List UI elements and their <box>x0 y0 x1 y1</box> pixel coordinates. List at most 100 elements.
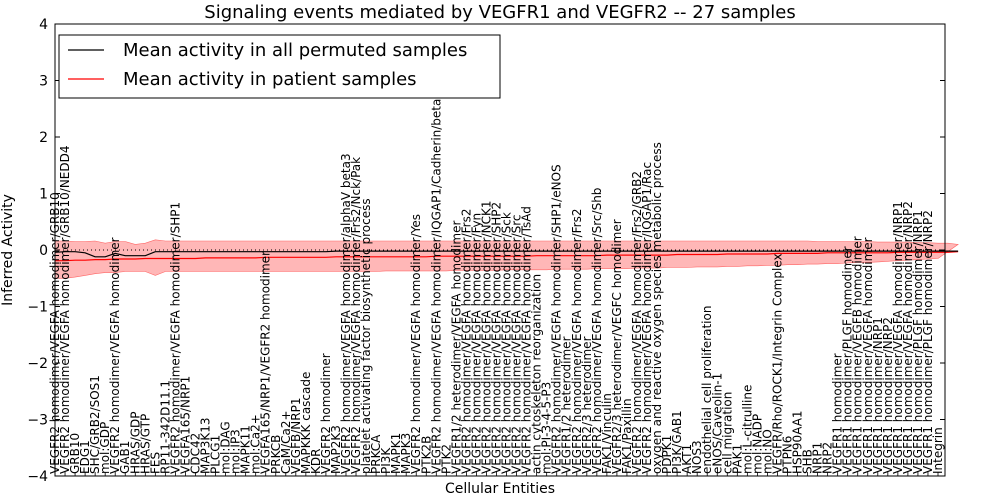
x-tick-label: VEGFR2 homodimer <box>319 353 333 474</box>
x-tick-label: VEGFR2 homodimer/VEGFA homodimer/GRB10/N… <box>58 145 72 474</box>
y-tick-label: −4 <box>27 469 48 485</box>
x-tick-label: VEGFR2 homodimer/VEGFA homodimer/Frs2 <box>459 209 473 475</box>
x-tick-label: MAPK3 <box>399 433 413 474</box>
x-tick-label: MAPK11 <box>239 425 253 474</box>
x-tick-label: VEGFR2 homodimer/VEGFA homodimer/SHP2 <box>490 202 504 474</box>
x-tick-label: VEGFR2/3 heterodimer <box>580 336 594 474</box>
x-tick-label: VEGFR2 homodimer/VEGFA homodimer/SHP1 <box>168 202 182 474</box>
x-tick-label: PRKCB <box>269 435 283 474</box>
x-tick-label: VEGFR2 homodimer/VEGFA homodimer/GRB10 <box>48 192 62 474</box>
y-tick-label: 4 <box>39 17 48 33</box>
x-tick-label: PRKCA <box>369 434 383 474</box>
x-tick-label: VEGFR1 homodimer <box>831 353 845 474</box>
x-tick-label: PI3K/GAB1 <box>670 410 684 474</box>
x-tick-label: FAK1/Vinculin <box>600 393 614 474</box>
x-tick-label: VEGFR2 homodimer/VEGFA homodimer/Frs2/GR… <box>630 171 644 474</box>
x-tick-label: VEGFR1 homodimer/VEGFB homodimer <box>851 236 865 474</box>
y-tick-label: 2 <box>39 130 48 146</box>
x-tick-label: PTK2B <box>419 436 433 474</box>
y-tick-label: −1 <box>27 300 48 316</box>
y-axis-label: Inferred Activity <box>0 194 16 306</box>
x-tick-label: RP11-342D11.1 <box>158 380 172 474</box>
x-tick-label: MAP2K3 <box>329 425 343 474</box>
y-axis: −4 −3 −2 −1 0 1 2 3 4 <box>27 17 945 485</box>
x-tick-label: mol:IP3 <box>229 429 243 474</box>
x-tick-label: mol:GDP <box>98 422 112 474</box>
x-tick-label: VEGFR2 homodimer/VEGFA homodimer <box>108 237 122 474</box>
x-tick-label: PDPK1 <box>660 435 674 474</box>
x-tick-label: mol:NO <box>760 429 774 474</box>
x-tick-label: VEGFB/NRP1 <box>289 398 303 474</box>
x-tick-label: VEGFR/Rho/ROCK1/Integrin Complex <box>771 253 785 474</box>
y-tick-label: −3 <box>27 413 48 429</box>
x-tick-label: VEGFR2 homodimer/VEGFA homodimer/IQGAP1/… <box>640 162 654 474</box>
x-tick-label: CDC42 <box>189 433 203 474</box>
x-tick-label: mol:Ca2+ <box>249 414 263 474</box>
legend-box <box>58 34 501 99</box>
x-tick-label: VEGFR1 homodimer/VEGFA homodimer <box>861 237 875 474</box>
x-tick-label: VEGFR2 homodimer/VEGFA homodimer/Src/Shb <box>590 188 604 474</box>
x-tick-label: PTK2 <box>439 444 453 474</box>
x-tick-label: VEGFR2 homodimer/VEGFA homodimer/IQGAP1/… <box>429 48 443 474</box>
x-tick-label: endothelial cell proliferation <box>700 306 714 474</box>
y-tick-label: 0 <box>39 243 48 259</box>
series-layer <box>54 250 959 262</box>
x-tick-label: VEGFR1 homodimer/NRP2 <box>881 317 895 474</box>
x-tick-label: VEGFR2 homodimer/VEGFA homodimer/Frs2/Nc… <box>349 157 363 474</box>
x-tick-label: EDG1 <box>78 440 92 474</box>
y-tick-label: −2 <box>27 356 48 372</box>
x-tick-label: VEGFR2 homodimer/VEGFA homodimer/Frs2 <box>570 209 584 475</box>
x-tick-label: PTPN6 <box>781 436 795 474</box>
legend-label-patient: Mean activity in patient samples <box>123 69 417 90</box>
permuted-mean-line <box>54 250 959 258</box>
legend-label-permuted: Mean activity in all permuted samples <box>123 40 467 61</box>
x-tick-label: VEGFR1 homodimer/VEGFA homodimer/NRP2 <box>901 201 915 474</box>
x-tick-label: oxygen and reactive oxygen species metab… <box>650 142 664 474</box>
x-tick-label: VEGFR2 homodimer/VEGFA homodimer/Fyn <box>469 213 483 474</box>
activity-band <box>54 239 959 279</box>
x-tick-label: VEGFR1 homodimer/PLGF homodimer/NRP2 <box>921 210 935 474</box>
x-tick-label: VEGFR2 homodimer/VEGFA homodimer/alphaV … <box>339 153 353 474</box>
x-tick-label: mol:NADP <box>750 414 764 474</box>
x-tick-label: NOS3 <box>690 440 704 474</box>
x-tick-label: VEGFR1/2 heterodimer <box>560 336 574 474</box>
x-tick-label: SHC/GRB2/SOS1 <box>88 375 102 474</box>
x-tick-label: HRAS/GDP <box>128 411 142 474</box>
y-tick-label: 1 <box>39 187 48 203</box>
x-tick-label: AKT1 <box>680 444 694 474</box>
x-tick-label: HRAS/GTP <box>138 414 152 474</box>
legend: Mean activity in all permuted samples Me… <box>58 34 501 99</box>
y-tick-label: 3 <box>39 74 48 90</box>
x-tick-label: PAK1 <box>730 444 744 474</box>
x-tick-label: mol:DAG <box>219 421 233 474</box>
x-tick-label: mol:L-citrulline <box>740 385 754 474</box>
x-tick-label: VEGFR2 homodimer/VEGFA homodimer/Src <box>510 214 524 474</box>
x-tick-label: SHB <box>801 449 815 474</box>
x-tick-label: VEGFR2 homodimer/VEGFA homodimer/NCK1 <box>480 200 494 474</box>
x-tick-label: mol:PI-3-4-5-P3 <box>540 382 554 474</box>
x-tick-label: VEGFR2 homodimer/VEGFA homodimer/TsAd <box>520 206 534 474</box>
activity-band-layer <box>54 239 959 279</box>
x-tick-label: PLCG1 <box>209 435 223 474</box>
patient-mean-line <box>55 251 959 262</box>
x-tick-label: VEGFR2 homodimer/VEGFA homodimer/Yes <box>409 214 423 474</box>
x-tick-label: eNOS/Caveolin-1 <box>710 373 724 474</box>
x-tick-label: VEGFR2/3 heterodimer/VEGFC homodimer <box>610 219 624 474</box>
x-axis: VEGFR2 homodimer/VEGFA homodimer/GRB10VE… <box>48 48 945 476</box>
x-tick-label: CaM/Ca2+ <box>279 410 293 474</box>
x-tick-label: FES <box>148 452 162 474</box>
x-tick-label: VEGFA165/NRP1 <box>178 376 192 474</box>
x-tick-label: MAPK1 <box>389 433 403 474</box>
x-tick-label: PI3K <box>379 447 393 474</box>
x-tick-label: VEGFR1/2 heterodimer/VEGFA homodimer <box>449 221 463 474</box>
x-tick-label: cell migration <box>720 392 734 474</box>
x-tick-label: VEGFR1 homodimer/NRP1 <box>871 317 885 474</box>
x-tick-label: GRB10 <box>68 433 82 474</box>
x-tick-label: MAPKKK cascade <box>299 372 313 474</box>
x-tick-label: VEGFA165/NRP1/VEGFR2 homodimer <box>259 251 273 474</box>
x-tick-label: platelet activating factor biosynthetic … <box>359 198 373 474</box>
x-tick-label: MAP3K13 <box>199 417 213 474</box>
x-axis-label: Cellular Entities <box>445 481 555 497</box>
x-tick-label: HSP90AA1 <box>791 410 805 474</box>
